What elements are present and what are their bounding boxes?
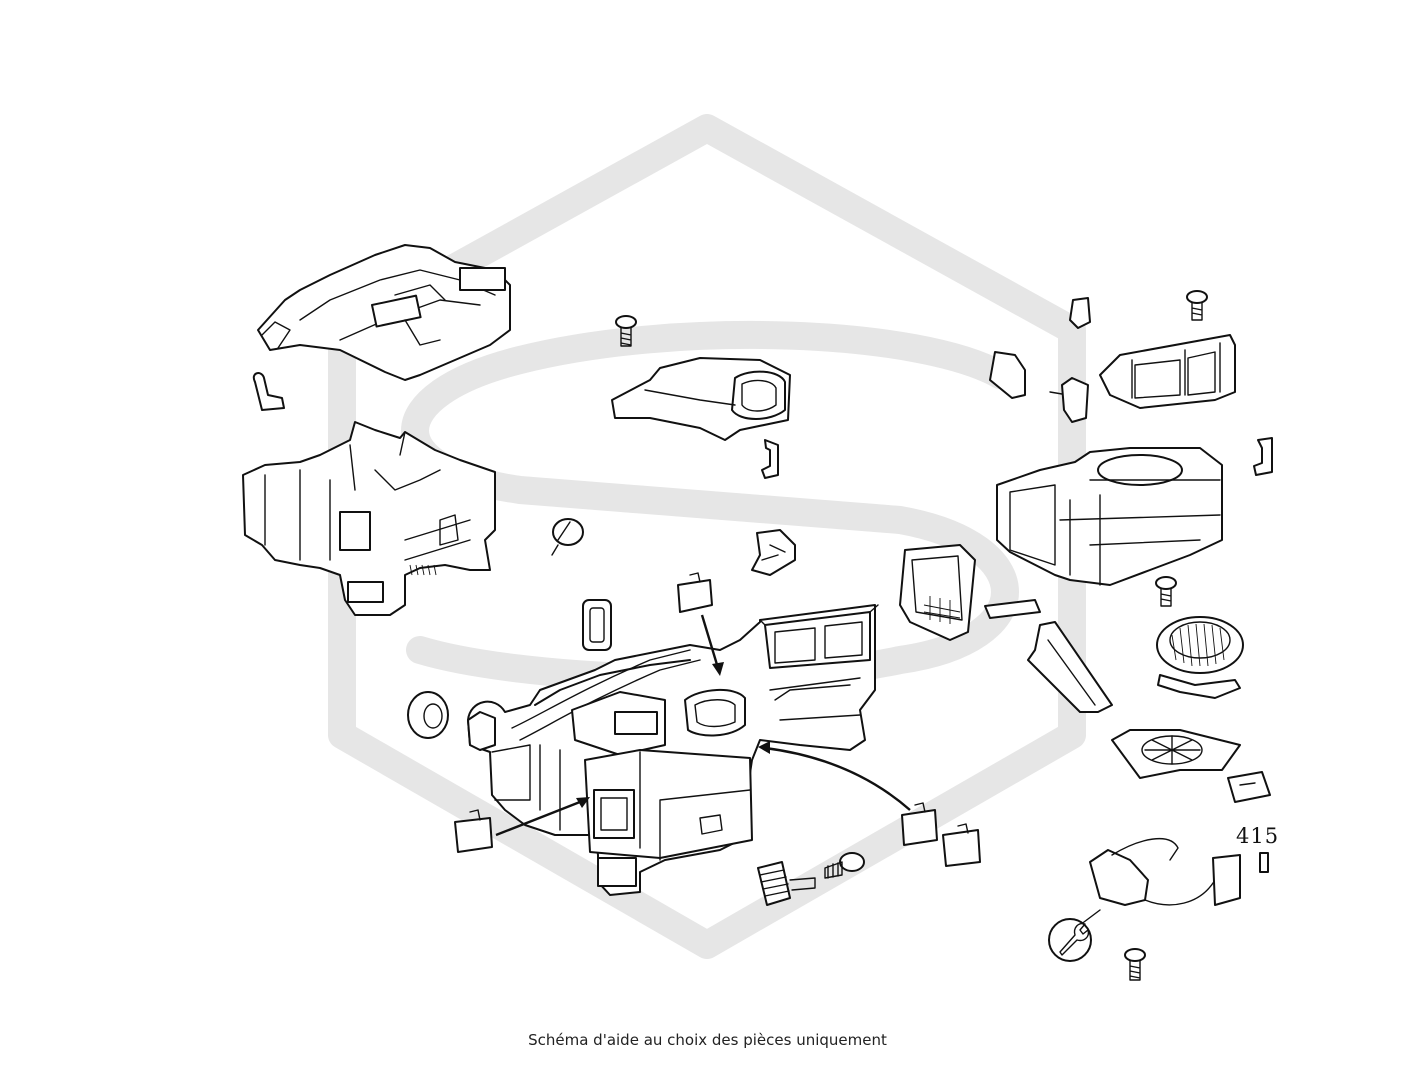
intake-cover-right <box>1099 334 1236 409</box>
screw-bottom-right <box>1124 948 1146 981</box>
diagram-caption: Schéma d'aide au choix des pièces unique… <box>528 1031 887 1049</box>
upper-housing-cover <box>257 244 511 381</box>
fan-guard-plate <box>1111 729 1241 779</box>
actuator-motor-3 <box>901 802 938 846</box>
clip-center <box>761 439 779 479</box>
drain-hose <box>757 861 816 906</box>
clip-right <box>1253 437 1273 476</box>
wiring-harness <box>1079 837 1241 926</box>
cabin-filter-element <box>899 544 976 641</box>
lower-housing-left <box>242 421 496 616</box>
sensor-housing-right <box>989 297 1091 423</box>
mounting-bracket-center <box>751 529 796 576</box>
part-number-label: 415 <box>1236 824 1280 848</box>
screw-right-middle <box>1155 576 1177 607</box>
screw-top-right <box>1186 290 1208 321</box>
foam-seal-block <box>407 691 449 739</box>
small-bracket-left <box>252 372 285 411</box>
air-duct-top <box>611 357 791 441</box>
blower-fan-motor <box>1156 616 1244 699</box>
actuator-motor-4 <box>942 823 981 867</box>
hose-connector <box>824 852 865 879</box>
assembly-arrows <box>495 614 911 837</box>
blower-housing-right <box>996 447 1223 586</box>
linkage-rail <box>984 599 1113 713</box>
pin-415 <box>1259 852 1269 873</box>
gasket-ring <box>582 599 612 651</box>
wrench-icon <box>1048 918 1092 962</box>
actuator-motor-2 <box>454 809 493 853</box>
actuator-motor-1 <box>677 572 713 613</box>
adjuster-knob <box>551 518 584 556</box>
screw-top-center <box>615 315 637 347</box>
main-hvac-assembly <box>467 604 879 896</box>
connector-clip-right <box>1227 771 1271 803</box>
